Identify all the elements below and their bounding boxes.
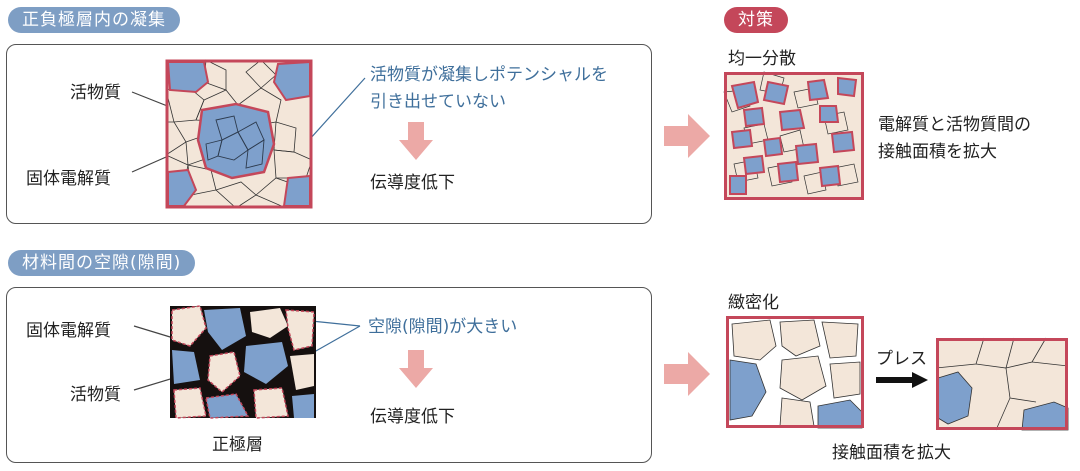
uniform-dispersion-diagram [723, 71, 864, 200]
densification-after-diagram [935, 337, 1069, 431]
bottom-down-arrow-icon [399, 350, 433, 388]
top-callout-text-line1: 活物質が凝集しポテンシャルを [370, 65, 608, 85]
bottom-label-solid-electrolyte: 固体電解質 [26, 321, 111, 341]
densification-title: 緻密化 [728, 293, 779, 313]
top-section-header: 正負極層内の凝集 [8, 7, 180, 33]
bottom-right-arrow-icon [664, 352, 710, 396]
bottom-result-text: 伝導度低下 [370, 407, 455, 427]
top-down-arrow-icon [399, 122, 433, 160]
bottom-caption-cathode-layer: 正極層 [212, 435, 263, 455]
top-label-active-material: 活物質 [70, 83, 121, 103]
uniform-dispersion-note-line1: 電解質と活物質間の [878, 115, 1031, 135]
countermeasure-header: 対策 [724, 7, 788, 33]
bottom-panel [6, 287, 652, 463]
press-arrow-icon [876, 372, 928, 388]
uniform-dispersion-note-line2: 接触面積を拡大 [878, 142, 997, 162]
bottom-void-diagram [170, 305, 316, 419]
bottom-section-header: 材料間の空隙(隙間) [8, 250, 196, 276]
top-right-arrow-icon [664, 114, 710, 158]
densification-before-diagram [726, 316, 864, 429]
bottom-callout-text: 空隙(隙間)が大きい [368, 317, 518, 337]
top-callout-text-line2: 引き出せていない [370, 92, 506, 112]
top-result-text: 伝導度低下 [370, 173, 455, 193]
top-aggregation-diagram [165, 59, 313, 209]
press-label: プレス [876, 349, 927, 369]
densification-note: 接触面積を拡大 [832, 443, 951, 463]
bottom-label-active-material: 活物質 [70, 385, 121, 405]
uniform-dispersion-title: 均一分散 [728, 49, 796, 69]
top-label-solid-electrolyte: 固体電解質 [26, 169, 111, 189]
top-panel [6, 44, 652, 224]
